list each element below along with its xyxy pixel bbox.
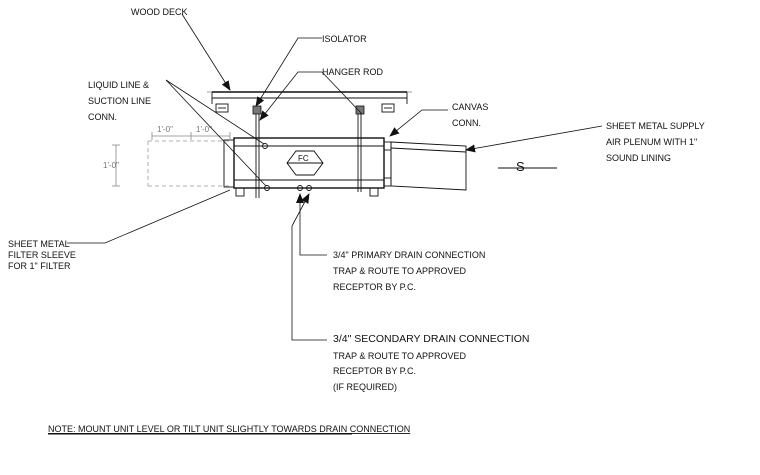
filter-sleeve bbox=[147, 139, 235, 188]
secondary-drain-connection bbox=[306, 185, 312, 191]
label-secondary-2: TRAP & ROUTE TO APPROVED bbox=[333, 351, 467, 361]
label-canvas-2: CONN. bbox=[452, 118, 481, 128]
fc-tag-label: FC bbox=[298, 154, 309, 163]
label-liquid-line-3: CONN. bbox=[88, 112, 117, 122]
dim-top-right: 1'-0" bbox=[196, 125, 212, 134]
supply-symbol-label: S bbox=[516, 159, 525, 174]
label-primary-2: TRAP & ROUTE TO APPROVED bbox=[333, 266, 467, 276]
dim-top-left: 1'-0" bbox=[157, 125, 173, 134]
label-filter-2: FILTER SLEEVE bbox=[8, 250, 76, 260]
label-secondary-1: 3/4" SECONDARY DRAIN CONNECTION bbox=[333, 333, 529, 345]
label-filter-1: SHEET METAL bbox=[8, 239, 70, 249]
deck-bracket-right bbox=[381, 103, 395, 113]
isolator-left bbox=[252, 105, 262, 115]
label-supply-2: AIR PLENUM WITH 1" bbox=[606, 137, 697, 147]
label-canvas-1: CANVAS bbox=[452, 102, 488, 112]
deck-bracket-left bbox=[215, 103, 229, 113]
refrigerant-connections bbox=[262, 143, 270, 191]
hanger-rod-left bbox=[255, 114, 260, 198]
supply-air-symbol: S bbox=[498, 159, 557, 174]
fan-coil-unit bbox=[233, 137, 385, 197]
label-primary-1: 3/4" PRIMARY DRAIN CONNECTION bbox=[333, 250, 485, 260]
dim-side: 1'-0" bbox=[103, 161, 119, 170]
wood-deck bbox=[207, 91, 412, 104]
isolator-right bbox=[355, 105, 365, 115]
label-filter-3: FOR 1" FILTER bbox=[8, 261, 71, 271]
label-supply-3: SOUND LINING bbox=[606, 153, 671, 163]
primary-drain-connection bbox=[297, 185, 303, 191]
label-secondary-3: RECEPTOR BY P.C. bbox=[333, 366, 416, 376]
label-wood-deck: WOOD DECK bbox=[131, 7, 188, 17]
label-hanger-rod: HANGER ROD bbox=[322, 67, 384, 77]
label-liquid-line-2: SUCTION LINE bbox=[88, 96, 151, 106]
supply-air-plenum bbox=[390, 141, 467, 191]
dimension-lines bbox=[112, 132, 231, 187]
label-primary-3: RECEPTOR BY P.C. bbox=[333, 282, 416, 292]
hanger-rod-right bbox=[357, 114, 362, 192]
label-supply-1: SHEET METAL SUPPLY bbox=[606, 121, 705, 131]
canvas-connection bbox=[383, 141, 392, 187]
label-isolator: ISOLATOR bbox=[322, 34, 367, 44]
note-text: NOTE: MOUNT UNIT LEVEL OR TILT UNIT SLIG… bbox=[48, 424, 410, 434]
label-liquid-line-1: LIQUID LINE & bbox=[88, 80, 149, 90]
fc-tag: FC bbox=[286, 150, 324, 176]
leader-lines bbox=[67, 13, 603, 341]
label-secondary-4: (IF REQUIRED) bbox=[333, 382, 397, 392]
